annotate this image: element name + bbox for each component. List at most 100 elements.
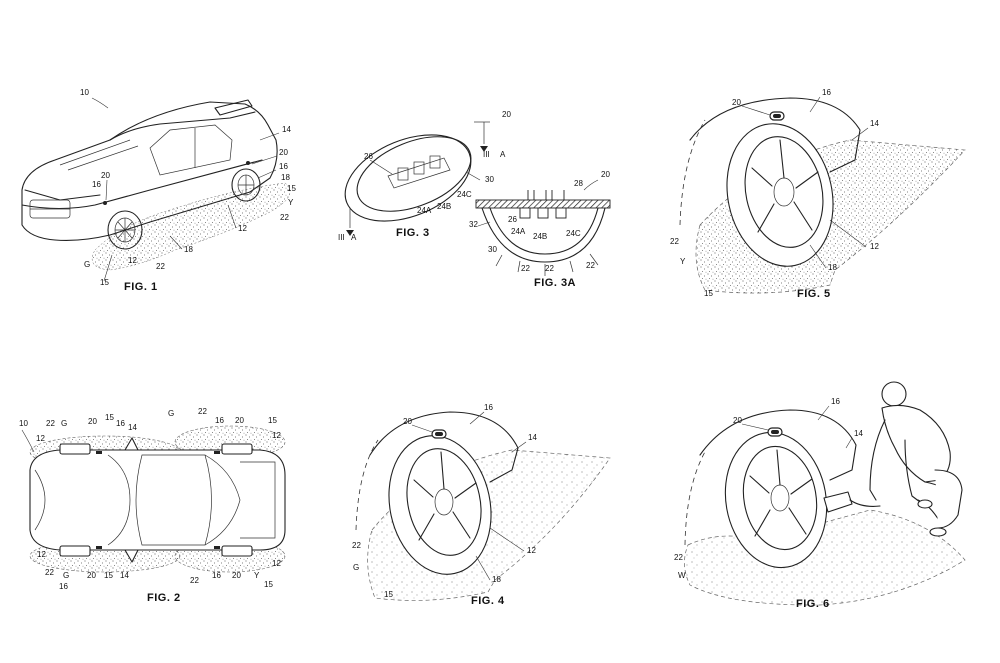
fig6-person xyxy=(869,381,963,537)
fig3-ref-2: 26 xyxy=(364,152,373,161)
fig3-ref-3: 24C xyxy=(457,190,472,199)
fig1-rear-wheel xyxy=(231,168,261,202)
fig1-ref-4: 18 xyxy=(281,173,290,182)
fig3-drawing xyxy=(344,121,490,236)
fig6-ref-3: 22 xyxy=(674,553,683,562)
fig3-caption: FIG. 3 xyxy=(396,227,430,239)
fig2-ref-2: 20 xyxy=(88,417,97,426)
fig1-ref-5: 15 xyxy=(287,184,296,193)
fig1-ref-7: 22 xyxy=(280,213,289,222)
fig3a-ref-1: 28 xyxy=(574,179,583,188)
fig3a-ref-0: 20 xyxy=(601,170,610,179)
fig2-ref-18: 15 xyxy=(104,571,113,580)
fig5-ref-4: 12 xyxy=(870,242,879,251)
fig2-ref-6: 10 xyxy=(19,419,28,428)
fig1-ref-6: Y xyxy=(288,198,294,207)
fig3a-ref-3: 32 xyxy=(469,220,478,229)
fig3-section-mark-top: III xyxy=(483,150,490,159)
fig2-ref-22: 16 xyxy=(212,571,221,580)
fig3a-ref-5: 24B xyxy=(533,232,547,241)
fig1-ref-12: 22 xyxy=(156,262,165,271)
fig4-drawing xyxy=(355,411,611,601)
fig4-wheel xyxy=(388,435,492,575)
fig3a-ref-8: 22 xyxy=(521,264,530,273)
fig1-ref-2: 20 xyxy=(279,148,288,157)
fig3-ref-4: 24B xyxy=(437,202,451,211)
fig1-caption: FIG. 1 xyxy=(124,281,158,293)
fig2-ref-9: 22 xyxy=(198,407,207,416)
fig3-ref-6: 30 xyxy=(485,175,494,184)
fig2-ref-17: 20 xyxy=(87,571,96,580)
fig1-ref-13: G xyxy=(84,260,90,269)
fig1-front-wheel xyxy=(107,210,143,250)
fig2-ref-15: 22 xyxy=(45,568,54,577)
fig6-ref-1: 16 xyxy=(831,397,840,406)
fig2-ref-21: 22 xyxy=(190,576,199,585)
fig2-ref-14: 12 xyxy=(37,550,46,559)
fig3a-ref-6: 24C xyxy=(566,229,581,238)
fig2-ref-5: 14 xyxy=(128,423,137,432)
fig4-caption: FIG. 4 xyxy=(471,595,505,607)
fig3a-ref-4: 24A xyxy=(511,227,526,236)
fig5-ref-3: 22 xyxy=(670,237,679,246)
fig4-ref-5: G xyxy=(353,563,359,572)
fig1-drawing xyxy=(21,97,291,282)
fig6-ref-2: 14 xyxy=(854,429,863,438)
fig2-ref-13: 12 xyxy=(272,431,281,440)
fig1-ref-10: 12 xyxy=(238,224,247,233)
fig5-ref-7: 15 xyxy=(704,289,713,298)
fig2-ref-8: G xyxy=(168,409,174,418)
fig1-ref-9: 16 xyxy=(92,180,101,189)
fig4-ref-6: 18 xyxy=(492,575,501,584)
fig6-caption: FIG. 6 xyxy=(796,598,830,610)
fig1-ref-11: 18 xyxy=(184,245,193,254)
fig2-ref-0: 22 xyxy=(46,419,55,428)
fig2-ref-24: Y xyxy=(254,571,260,580)
fig2-ref-10: 16 xyxy=(215,416,224,425)
fig4-ref-7: 15 xyxy=(384,590,393,599)
fig4-ref-2: 14 xyxy=(528,433,537,442)
fig1-ref-1: 14 xyxy=(282,125,291,134)
fig3-ref-7: A xyxy=(351,233,357,242)
fig2-ref-1: G xyxy=(61,419,67,428)
fig2-ref-11: 20 xyxy=(235,416,244,425)
fig2-ref-4: 16 xyxy=(116,419,125,428)
fig3a-ref-7: 30 xyxy=(488,245,497,254)
fig3a-ref-2: 26 xyxy=(508,215,517,224)
fig4-ref-0: 20 xyxy=(403,417,412,426)
fig6-ref-4: W xyxy=(678,571,686,580)
fig4-ref-1: 16 xyxy=(484,403,493,412)
fig6-wheel xyxy=(724,431,828,569)
fig5-ref-1: 16 xyxy=(822,88,831,97)
fig3-ref-0: 20 xyxy=(502,110,511,119)
fig6-drawing xyxy=(684,381,966,606)
fig3-ref-1: A xyxy=(500,150,506,159)
fig3a-drawing xyxy=(475,179,611,276)
fig5-wheel xyxy=(726,123,834,267)
fig2-ref-7: 12 xyxy=(36,434,45,443)
fig2-ref-25: 15 xyxy=(264,580,273,589)
fig1-ground-light xyxy=(91,182,291,271)
fig2-ref-23: 20 xyxy=(232,571,241,580)
fig3a-caption: FIG. 3A xyxy=(534,277,576,289)
fig1-ref-8: 20 xyxy=(101,171,110,180)
fig6-ref-0: 20 xyxy=(733,416,742,425)
fig5-ref-0: 20 xyxy=(732,98,741,107)
fig1-ref-0: 10 xyxy=(80,88,89,97)
fig2-ref-3: 15 xyxy=(105,413,114,422)
fig5-ref-2: 14 xyxy=(870,119,879,128)
fig4-ref-4: 12 xyxy=(527,546,536,555)
fig3a-ref-10: 22 xyxy=(586,261,595,270)
fig2-ref-20: 16 xyxy=(59,582,68,591)
fig4-ref-3: 22 xyxy=(352,541,361,550)
fig2-ref-12: 15 xyxy=(268,416,277,425)
fig2-ref-26: 12 xyxy=(272,559,281,568)
fig3-section-mark-bottom: III xyxy=(338,233,345,242)
fig5-ref-6: 18 xyxy=(828,263,837,272)
fig2-drawing xyxy=(21,425,286,573)
fig5-ref-5: Y xyxy=(680,257,686,266)
fig5-caption: FIG. 5 xyxy=(797,288,831,300)
